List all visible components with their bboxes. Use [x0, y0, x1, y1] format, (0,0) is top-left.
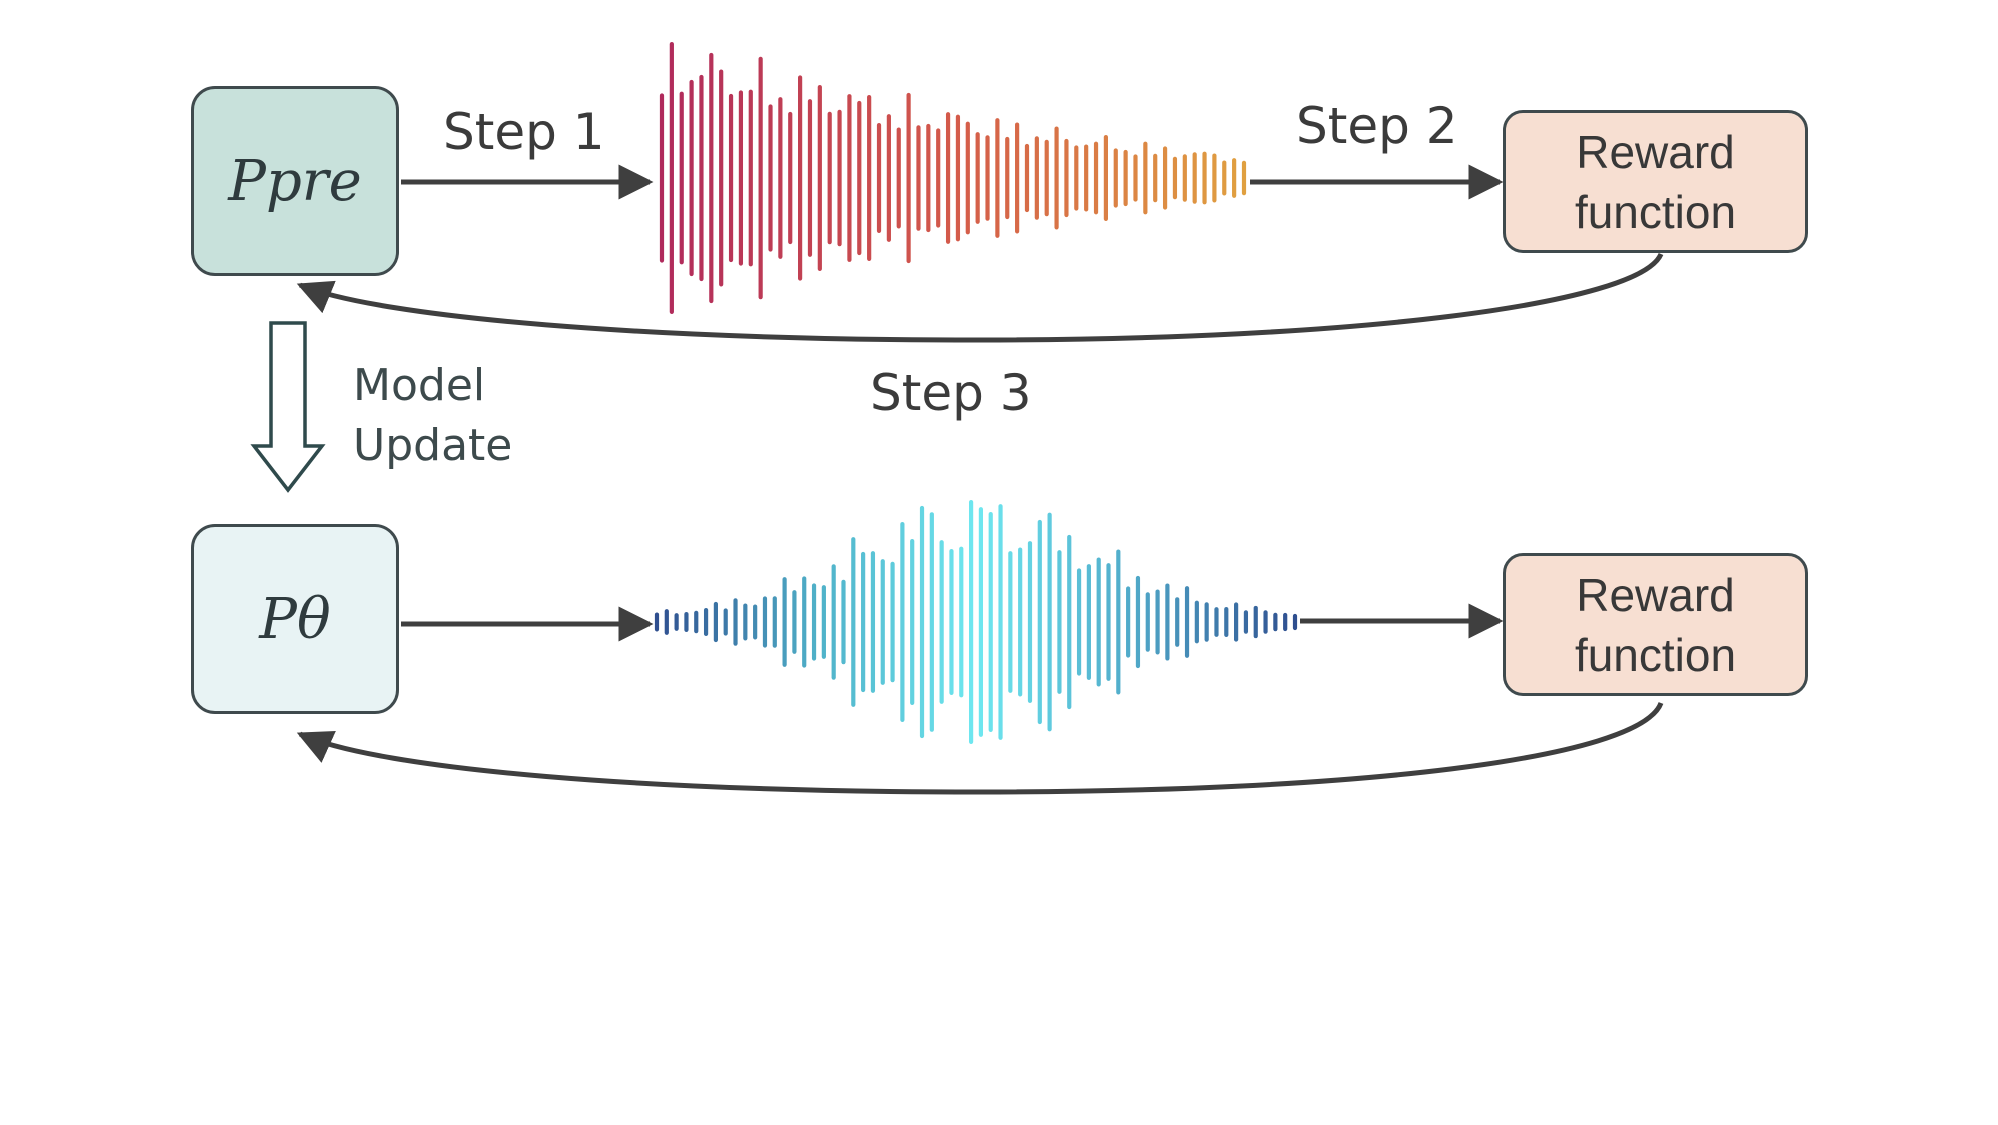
model-update-arrow-icon	[250, 321, 326, 493]
waveform-top	[659, 42, 1247, 314]
reward-function-label-bottom: Reward function	[1575, 565, 1736, 685]
step-2-label: Step 2	[1296, 97, 1458, 155]
model-update-label: Model Update	[353, 356, 512, 476]
updated-model-label: Pθ	[259, 586, 331, 652]
feedback-arrow-top	[296, 252, 1664, 343]
reward-function-label-top: Reward function	[1575, 122, 1736, 242]
reward-function-box-bottom: Reward function	[1503, 553, 1808, 696]
reward-function-box-top: Reward function	[1503, 110, 1808, 253]
model-update-line1: Model	[353, 360, 486, 411]
reward-function-line1-bottom: Reward	[1576, 568, 1735, 621]
updated-model-box: Pθ	[191, 524, 399, 714]
pretrained-model-box: Ppre	[191, 86, 399, 276]
waveform-bottom	[654, 500, 1298, 744]
pretrained-model-label: Ppre	[228, 148, 362, 214]
reward-function-line2-bottom: function	[1574, 628, 1737, 681]
reward-function-line1-top: Reward	[1576, 125, 1735, 178]
feedback-arrow-bottom	[296, 701, 1664, 795]
model-update-line2: Update	[353, 420, 513, 471]
step-1-label: Step 1	[443, 103, 605, 161]
reward-function-line2-top: function	[1574, 185, 1737, 238]
step-3-label: Step 3	[870, 364, 1032, 422]
